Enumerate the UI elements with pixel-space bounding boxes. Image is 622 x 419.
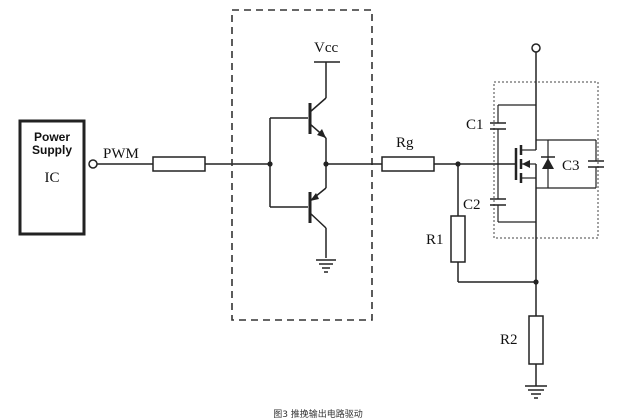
- ic-label: IC: [45, 170, 60, 186]
- input-resistor: [152, 156, 206, 172]
- c3-label: C3: [562, 158, 580, 174]
- npn-transistor: [308, 62, 327, 139]
- mosfet-parasitics-box: [493, 81, 599, 239]
- supply-terminal: [531, 43, 541, 53]
- ic-title-line2: Supply: [32, 143, 72, 157]
- c2-label: C2: [463, 197, 481, 213]
- push-pull-stage-box: [231, 9, 373, 321]
- ground-symbol: [525, 385, 547, 399]
- pwm-output-pin: [88, 159, 98, 169]
- mosfet: [497, 139, 555, 290]
- power-supply-ic: Power Supply IC: [18, 119, 86, 236]
- capacitor-c3: [548, 139, 604, 189]
- ground-symbol: [316, 259, 336, 273]
- resistor-r1: [450, 215, 466, 263]
- c1-label: C1: [466, 117, 484, 133]
- gate-resistor-rg: [381, 156, 435, 172]
- resistor-r2: [528, 315, 544, 365]
- vcc-label: Vcc: [314, 40, 338, 56]
- r1-label: R1: [426, 232, 444, 248]
- ic-title-line1: Power: [34, 130, 70, 144]
- capacitor-c1: [490, 104, 536, 140]
- pwm-label: PWM: [103, 146, 139, 162]
- rg-label: Rg: [396, 135, 414, 151]
- capacitor-c2: [490, 184, 536, 223]
- r2-label: R2: [500, 332, 518, 348]
- junction-dot: [267, 161, 273, 167]
- figure-caption: 图3 推挽输出电路驱动: [273, 408, 363, 419]
- junction-dot: [533, 279, 539, 285]
- pnp-transistor: [308, 187, 327, 258]
